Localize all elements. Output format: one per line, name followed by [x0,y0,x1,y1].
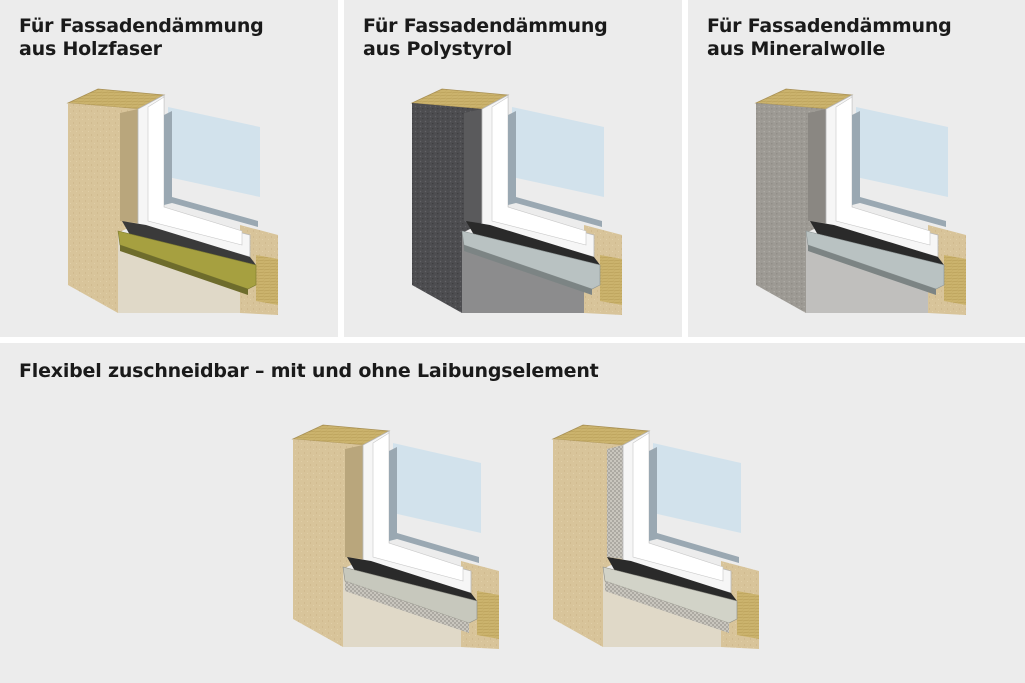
window-sill-illustration-mineralwolle [754,88,966,315]
section-title: Flexibel zuschneidbar – mit und ohne Lai… [19,360,599,382]
illustration-with-reveal-element [291,424,499,649]
panel-title: Für Fassadendämmung aus Holzfaser [19,15,264,60]
window-sill-illustration-holzfaser [66,88,278,315]
panel-flexibel: Flexibel zuschneidbar – mit und ohne Lai… [0,343,1025,683]
panel-holzfaser: Für Fassadendämmung aus Holzfaser [0,0,338,337]
illustration-without-reveal-element [551,424,759,649]
panel-title: Für Fassadendämmung aus Polystyrol [363,15,608,60]
panel-mineralwolle: Für Fassadendämmung aus Mineralwolle [688,0,1025,337]
panel-polystyrol: Für Fassadendämmung aus Polystyrol [344,0,682,337]
panel-title: Für Fassadendämmung aus Mineralwolle [707,15,952,60]
window-sill-illustration-polystyrol [410,88,622,315]
